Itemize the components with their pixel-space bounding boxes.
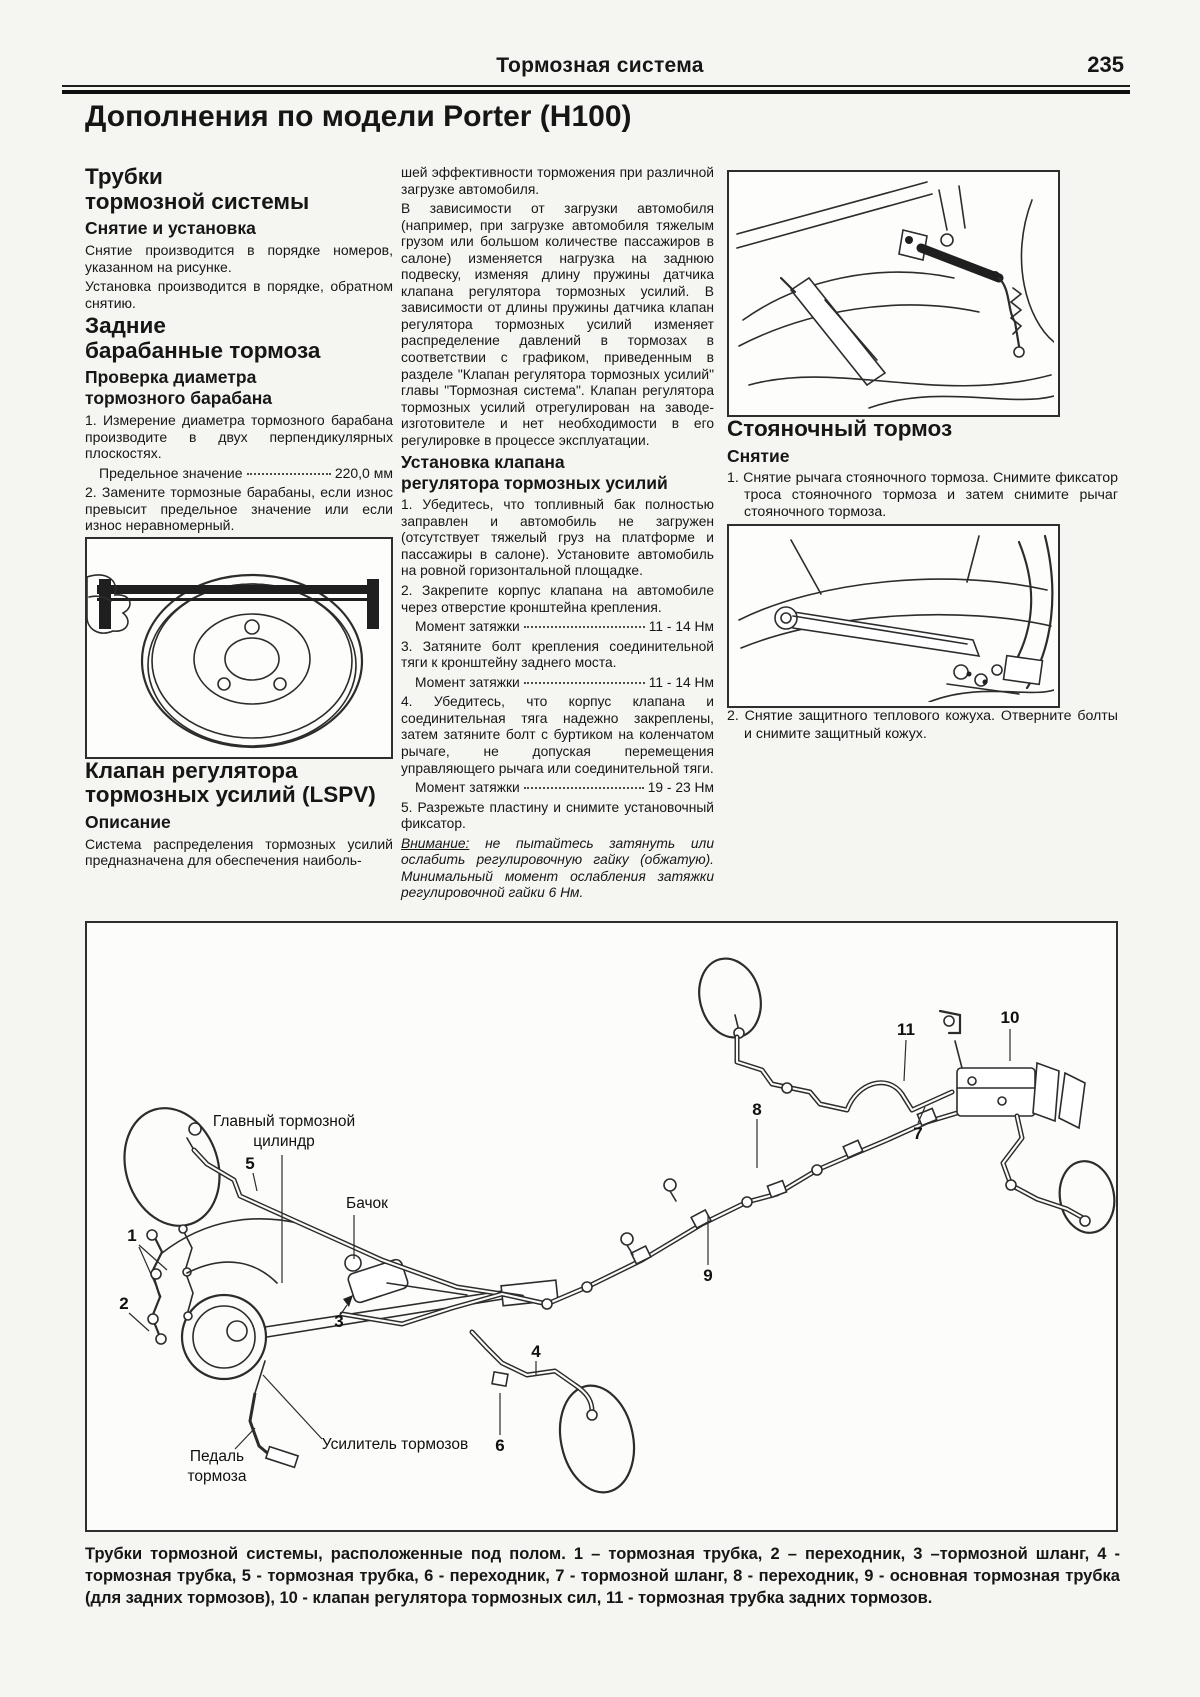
hose-marker bbox=[343, 1295, 353, 1307]
brake-pipe-11 bbox=[733, 1014, 955, 1113]
label-master-cylinder-line2: цилиндр bbox=[253, 1133, 314, 1150]
valve-lever bbox=[916, 243, 1004, 283]
left-column: Трубки тормозной системы Снятие и устано… bbox=[85, 164, 393, 872]
spec-value: 19 - 23 Нм bbox=[647, 780, 714, 796]
spec-value: 220,0 мм bbox=[334, 464, 393, 481]
body-paragraph: 1. Убедитесь, что топливный бак полность… bbox=[401, 497, 714, 579]
spec-label: Момент затяжки bbox=[415, 619, 520, 635]
page-title: Дополнения по модели Porter (H100) bbox=[85, 100, 632, 133]
lspv-valve-assembly bbox=[938, 1009, 1086, 1130]
dotted-leader bbox=[246, 472, 331, 475]
heading-rear-drum-brakes: Задние барабанные тормоза bbox=[85, 313, 321, 363]
subheading-removal-installation: Снятие и установка bbox=[85, 218, 256, 239]
body-paragraph: 2. Снятие защитного теплового кожуха. От… bbox=[727, 708, 1118, 742]
subheading-valve-installation: Установка клапана регулятора тормозных у… bbox=[401, 452, 668, 494]
label-brake-booster: Усилитель тормозов bbox=[322, 1436, 468, 1453]
part-number-6: 6 bbox=[495, 1436, 504, 1455]
part-number-10: 10 bbox=[1001, 1008, 1020, 1027]
brake-hose-7 bbox=[1000, 1113, 1091, 1227]
brake-pipe-5 bbox=[186, 1122, 525, 1300]
subheading-removal: Снятие bbox=[727, 445, 790, 466]
parking-brake-lever-figure bbox=[727, 524, 1060, 709]
subheading-description: Описание bbox=[85, 811, 171, 832]
heading-brake-tubes: Трубки тормозной системы bbox=[85, 164, 310, 214]
body-paragraph: 1. Измерение диаметра тормозного барабан… bbox=[85, 412, 393, 462]
warning-text: не пытайтесь затянуть или ослабить регул… bbox=[401, 835, 714, 901]
chassis-valve-drawing bbox=[736, 181, 1055, 409]
heading-lspv-valve: Клапан регулятора тормозных усилий (LSPV… bbox=[85, 757, 376, 808]
part-number-5: 5 bbox=[245, 1154, 254, 1173]
part-numbers: 1 2 3 4 5 6 7 8 9 10 11 bbox=[119, 1008, 1019, 1455]
part-number-3: 3 bbox=[334, 1312, 343, 1331]
warning-label: Внимание: bbox=[401, 835, 470, 851]
diagram-caption: Трубки тормозной системы, расположенные … bbox=[85, 1545, 1120, 1607]
dotted-leader bbox=[523, 787, 644, 790]
subheading-drum-diameter-check: Проверка диаметра тормозного барабана bbox=[85, 367, 273, 409]
spec-value: 11 - 14 Нм bbox=[648, 674, 714, 690]
brake-lines-drawing: 1 2 3 4 5 6 7 8 9 10 11 Главный тормозно… bbox=[119, 957, 1116, 1494]
body-paragraph: Установка производится в порядке, обратн… bbox=[85, 278, 393, 311]
part-number-8: 8 bbox=[752, 1100, 761, 1119]
body-paragraph: В зависимости от загрузки автомобиля (на… bbox=[401, 201, 714, 448]
middle-column: шей эффективности торможения при различн… bbox=[401, 165, 714, 905]
right-column: Стояночный тормоз Снятие 1. Снятие рычаг… bbox=[727, 170, 1118, 746]
brake-drum-measurement-figure bbox=[85, 536, 393, 759]
body-paragraph: 3. Затяните болт крепления соединительно… bbox=[401, 638, 714, 671]
spec-label: Момент затяжки bbox=[415, 780, 520, 796]
heading-parking-brake: Стояночный тормоз bbox=[727, 416, 953, 441]
page-number: 235 bbox=[1087, 52, 1124, 77]
body-paragraph: 5. Разрежьте пластину и снимите установо… bbox=[401, 799, 714, 832]
torque-spec-line: Момент затяжки 19 - 23 Нм bbox=[401, 780, 714, 797]
chapter-title: Тормозная система bbox=[496, 54, 704, 77]
body-paragraph: 4. Убедитесь, что корпус клапана и соеди… bbox=[401, 694, 714, 776]
label-brake-pedal-line2: тормоза bbox=[188, 1468, 247, 1485]
leader-lines bbox=[128, 1029, 1011, 1450]
part-labels: Главный тормозной цилиндр Бачок Педаль т… bbox=[188, 1113, 469, 1485]
body-paragraph: 1. Снятие рычага стояночного тормоза. Сн… bbox=[727, 469, 1118, 521]
brake-pipe-9 bbox=[339, 1095, 1005, 1327]
body-paragraph: Система распределения тормозных усилий п… bbox=[85, 835, 393, 869]
torque-spec-line: Момент затяжки 11 - 14 Нм bbox=[401, 619, 714, 636]
label-reservoir: Бачок bbox=[346, 1195, 388, 1212]
body-paragraph: Снятие производится в порядке номеров, у… bbox=[85, 242, 393, 275]
warning-note: Внимание: не пытайтесь затянуть или осла… bbox=[401, 836, 714, 902]
spec-label: Момент затяжки bbox=[415, 674, 520, 690]
body-paragraph: 2. Закрепите корпус клапана на автомобил… bbox=[401, 583, 714, 615]
header-rule-thin bbox=[62, 85, 1130, 87]
body-paragraph: шей эффективности торможения при различн… bbox=[401, 165, 714, 197]
part-number-7: 7 bbox=[913, 1124, 922, 1143]
part-number-4: 4 bbox=[531, 1342, 541, 1361]
dotted-leader bbox=[523, 681, 645, 684]
wheel-outlines bbox=[123, 957, 1116, 1494]
brake-pipe-4 bbox=[469, 1329, 598, 1421]
torque-spec-line: Момент затяжки 11 - 14 Нм bbox=[401, 675, 714, 692]
brake-drum-drawing bbox=[87, 573, 379, 748]
body-paragraph: 2. Замените тормозные барабаны, если изн… bbox=[85, 484, 393, 534]
part-number-2: 2 bbox=[119, 1294, 128, 1313]
brake-lines-diagram: 1 2 3 4 5 6 7 8 9 10 11 Главный тормозно… bbox=[85, 921, 1118, 1532]
part-number-1: 1 bbox=[127, 1226, 136, 1245]
label-master-cylinder-line1: Главный тормозной bbox=[213, 1113, 355, 1130]
lspv-valve-location-figure bbox=[727, 170, 1060, 417]
booster-and-pedal bbox=[180, 1254, 559, 1469]
hand-outline bbox=[87, 573, 131, 634]
parking-brake-drawing bbox=[738, 535, 1055, 704]
part-number-9: 9 bbox=[703, 1266, 712, 1285]
dotted-leader bbox=[523, 626, 645, 629]
spec-label: Предельное значение bbox=[99, 464, 243, 481]
spec-value: 11 - 14 Нм bbox=[648, 619, 714, 635]
header-rule-thick bbox=[62, 90, 1130, 94]
label-brake-pedal-line1: Педаль bbox=[190, 1448, 244, 1465]
part-number-11: 11 bbox=[897, 1020, 915, 1039]
spec-line: Предельное значение 220,0 мм bbox=[85, 465, 393, 482]
